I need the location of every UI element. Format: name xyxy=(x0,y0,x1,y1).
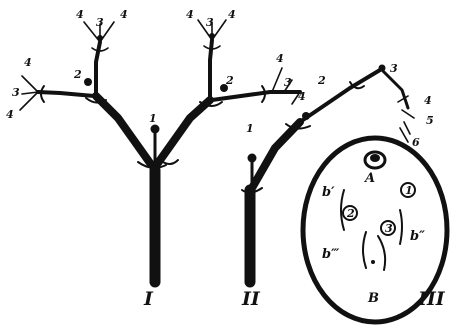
fig3-arc xyxy=(363,232,366,268)
fig1-right-arm xyxy=(212,92,300,100)
fig1-num-lt-3: 3 xyxy=(96,16,104,29)
fig2-label: II xyxy=(241,288,261,310)
fig3-arc xyxy=(400,210,402,244)
fig2-num-4: 4 xyxy=(424,94,432,107)
figure-1-plant xyxy=(20,20,300,282)
fig2-arm2 xyxy=(382,70,408,108)
fig3-label-A: A xyxy=(363,171,375,186)
fig3-label-b2: b″ xyxy=(410,229,425,244)
fig2-num-5: 5 xyxy=(426,114,434,127)
fig1-num-2-right: 2 xyxy=(225,74,234,87)
fig3-circle-1-num: 1 xyxy=(405,184,413,197)
fig1-label: I xyxy=(143,288,154,310)
fig1-num-left-4b: 4 xyxy=(6,108,14,121)
fig2-bud-3 xyxy=(379,65,386,72)
fig1-num-rt-4b: 4 xyxy=(228,8,236,21)
fig1-right-branch xyxy=(158,100,210,163)
fig1-num-lt-4a: 4 xyxy=(76,8,84,21)
fig2-arm xyxy=(300,70,380,122)
fig2-bud-1 xyxy=(248,154,257,163)
fig1-num-1: 1 xyxy=(149,112,157,125)
fig3-arc xyxy=(378,236,385,270)
fig1-bud-right-top xyxy=(209,33,215,39)
fig1-num-rs-3: 3 xyxy=(284,76,292,89)
fig3-A-core xyxy=(370,154,380,162)
fig3-label: III xyxy=(417,288,446,310)
fig3-label-B: B xyxy=(367,291,379,306)
fig3-label-b3: b‴ xyxy=(322,247,340,262)
fig1-twigs xyxy=(20,76,38,110)
fig1-bud-2-left xyxy=(84,78,92,86)
fig3-circle-2-num: 2 xyxy=(346,207,355,220)
fig2-num-6: 6 xyxy=(412,136,420,149)
fig2-bud-2 xyxy=(302,112,310,120)
fig1-num-rs-4b: 4 xyxy=(298,90,306,103)
fig2-stem xyxy=(252,122,300,188)
fig1-left-arm xyxy=(38,92,94,96)
fig1-num-rt-4a: 4 xyxy=(186,8,194,21)
fig1-num-2-left: 2 xyxy=(73,68,82,81)
fig1-left-branch xyxy=(96,96,150,163)
fig3-dot xyxy=(371,260,375,264)
fig2-num-2: 2 xyxy=(317,74,326,87)
fig2-num-1: 1 xyxy=(246,122,254,135)
fig1-num-lt-4b: 4 xyxy=(120,8,128,21)
fig1-num-rt-3: 3 xyxy=(206,16,214,29)
fig3-label-b1: b′ xyxy=(322,185,335,200)
fig1-bud-left-top xyxy=(97,35,103,41)
fig1-num-left-4a: 4 xyxy=(24,56,32,69)
fig1-bud-1 xyxy=(151,125,160,134)
fig2-num-3: 3 xyxy=(390,62,398,75)
fig3-circle-3-num: 3 xyxy=(385,222,393,235)
fig1-num-rs-4a: 4 xyxy=(276,52,284,65)
fig1-num-left-3: 3 xyxy=(12,86,20,99)
